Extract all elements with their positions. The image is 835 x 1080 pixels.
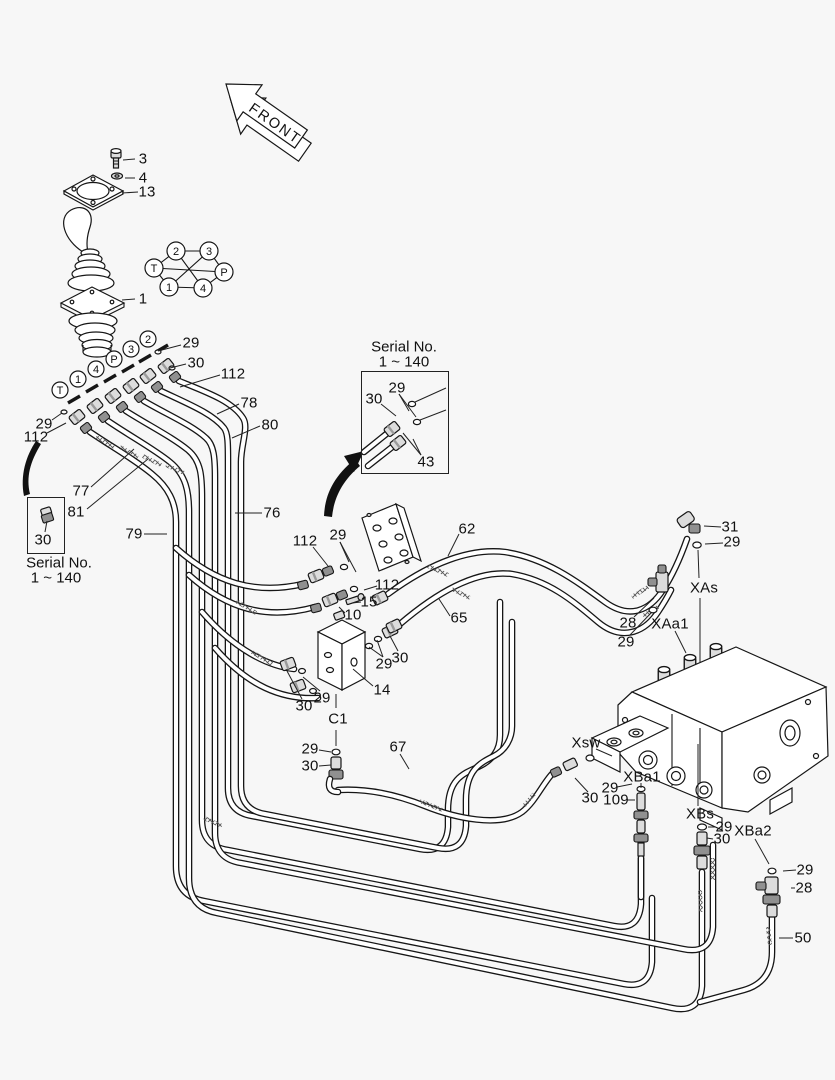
serial-box-left-content	[40, 506, 55, 524]
serial-note-left-line1: Serial No.	[26, 554, 92, 572]
leader-line-29	[157, 344, 182, 352]
leader-line-29	[51, 412, 63, 421]
adapter-30-c1	[330, 756, 342, 770]
leader-line-29	[376, 639, 384, 658]
port-label: P	[110, 354, 117, 366]
port-node-label: T	[151, 263, 158, 275]
leader-line-30	[286, 670, 303, 700]
leader-line-XAa1	[674, 630, 687, 654]
adapter-30-xsw	[562, 757, 578, 772]
port-node-label: 3	[206, 246, 212, 258]
leader-line-112	[179, 374, 221, 388]
fitting-109-stack	[633, 785, 649, 857]
leader-line-29	[782, 869, 797, 872]
port-node-label: 1	[166, 282, 172, 294]
port-label: 4	[93, 364, 99, 376]
tee-fitting-28	[647, 564, 669, 614]
leader-line-13	[121, 191, 139, 194]
port-label: T	[57, 385, 64, 397]
leader-line-29	[704, 542, 724, 545]
leader-line-30	[44, 520, 48, 533]
leader-line-112	[363, 585, 378, 591]
leader-line-30	[389, 635, 399, 652]
joystick-assembly	[59, 206, 126, 358]
leader-line-Xsw	[595, 748, 613, 757]
xba2-tee-28	[755, 867, 781, 918]
leader-line-29	[302, 676, 321, 692]
leader-line-29	[616, 783, 633, 788]
leader-line-112	[312, 546, 329, 567]
leader-line-78	[216, 403, 240, 415]
leader-line-29	[368, 646, 384, 658]
o-ring-29-xas	[692, 541, 702, 549]
port-pattern-diagram: 2 3 T P 1 4	[144, 241, 234, 298]
leader-line-30	[169, 363, 187, 369]
leader-line-28	[633, 597, 655, 618]
leader-line-62	[447, 533, 460, 557]
xbs-fitting-stack	[693, 823, 711, 870]
main-control-valve	[590, 642, 829, 831]
leader-line-31	[703, 525, 722, 528]
serial-box-top	[361, 371, 449, 474]
elbow-31	[676, 511, 702, 666]
leader-line-15	[351, 601, 362, 604]
leader-line-30	[706, 837, 714, 840]
leader-line-77	[90, 448, 135, 488]
serial-box-top-content	[360, 387, 447, 470]
hose-to-112b	[185, 571, 319, 616]
o-ring-29-xba2	[767, 867, 777, 875]
leader-line-43	[412, 438, 422, 456]
port-label: 2	[145, 334, 151, 346]
hose-runs	[86, 377, 776, 1013]
leader-line-80	[231, 425, 261, 439]
leader-line-1	[121, 298, 136, 301]
port-label: 3	[128, 344, 134, 356]
port-node-label: 2	[173, 246, 179, 258]
o-ring-29-xbs	[696, 823, 708, 831]
port-node-label: 4	[200, 283, 206, 295]
washer-4	[110, 172, 124, 180]
shuttle-block-14	[279, 619, 367, 796]
leader-line-112	[46, 422, 67, 434]
serial-note-top-line2: 1 ~ 140	[378, 353, 430, 371]
leader-line-29	[629, 612, 652, 636]
gasket-plate-13	[62, 174, 125, 211]
leader-line-65	[438, 598, 451, 617]
leader-line-43	[402, 432, 422, 456]
leader-line-30	[574, 777, 589, 793]
leader-line-3	[122, 158, 136, 161]
pointer-arrow-left	[22, 441, 41, 496]
xsw-fitting	[549, 754, 595, 779]
serial-note-top-line1: Serial No.	[371, 338, 437, 356]
o-ring-29-xsw	[585, 754, 595, 762]
leader-line-30	[318, 764, 332, 767]
leader-line-10	[338, 606, 346, 614]
front-direction-arrow: FRONT	[225, 83, 313, 163]
center-fittings	[296, 563, 404, 650]
leader-line-30	[380, 403, 397, 417]
plug-10	[333, 610, 346, 621]
pointer-arrow-right	[324, 451, 364, 517]
serial-note-left-line2: 1 ~ 140	[30, 569, 82, 587]
callout-leader-lines	[44, 158, 797, 939]
port-label: 1	[75, 374, 81, 386]
leader-line-29	[339, 541, 357, 573]
leader-line-XBa2	[754, 838, 770, 865]
serial-box-left	[27, 497, 65, 554]
leader-line-14	[352, 668, 374, 687]
leader-line-67	[399, 753, 410, 770]
o-ring-29-xaa1	[648, 606, 658, 614]
port-node-label: P	[220, 267, 227, 279]
bolt-3	[110, 148, 122, 169]
pilot-valve-ports: T 1 4 P 3 2	[51, 330, 182, 435]
manifold-plate	[361, 502, 423, 572]
adapter-30-xbs	[696, 831, 708, 846]
leader-line-81	[86, 458, 149, 510]
leader-line-29	[318, 749, 332, 753]
leader-line-29	[398, 393, 417, 418]
o-ring-29-c1	[331, 748, 341, 756]
